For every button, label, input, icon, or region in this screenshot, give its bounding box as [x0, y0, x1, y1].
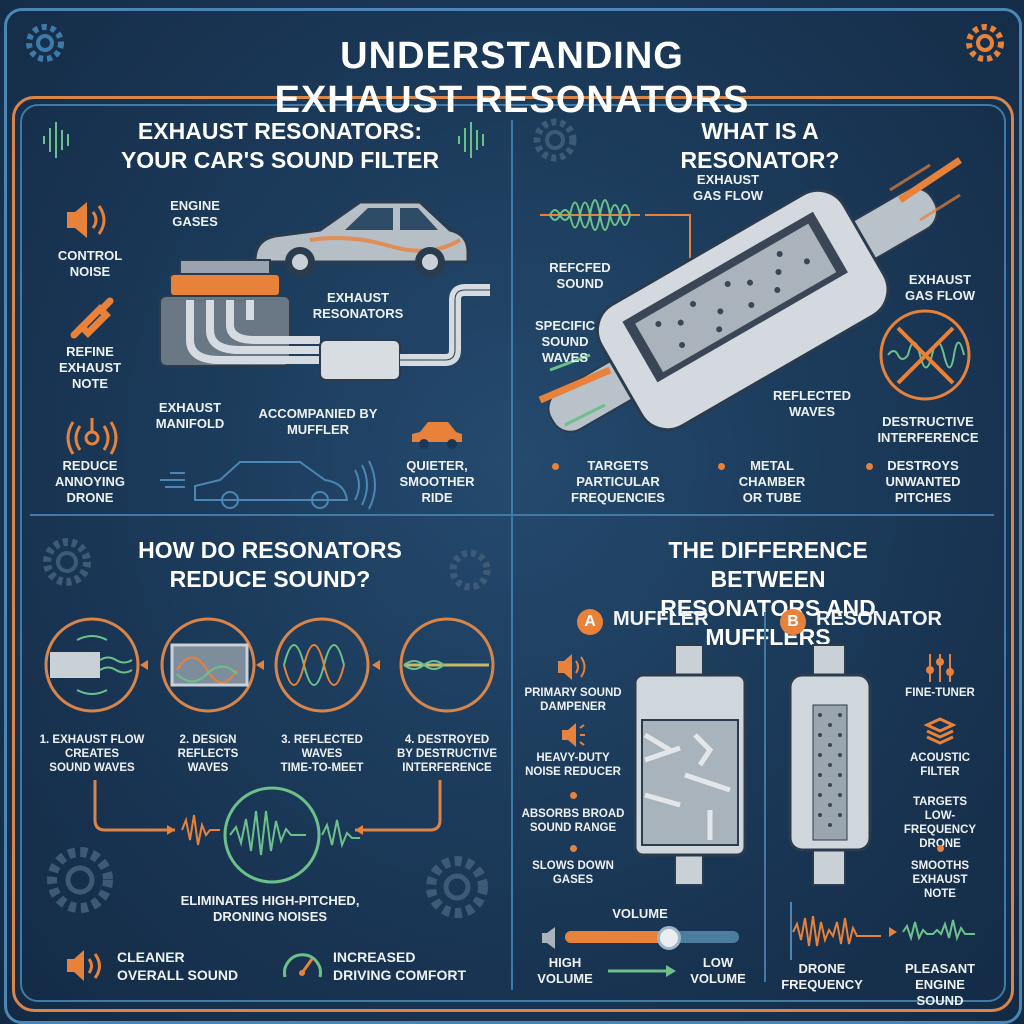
label-engine-gases: ENGINE GASES	[170, 198, 220, 229]
speaker-muted-icon	[542, 927, 555, 949]
muffler-illustration	[633, 644, 747, 886]
bullet-dot	[570, 845, 577, 852]
label-exhaust-gas-flow-top: EXHAUST GAS FLOW	[692, 172, 764, 203]
bullet-dot	[570, 792, 577, 799]
step-3-label: 3. REFLECTED WAVES TIME-TO-MEET	[280, 734, 364, 774]
inner-frame	[20, 104, 1006, 1002]
footer-driving-comfort: INCREASED DRIVING COMFORT	[333, 949, 466, 983]
comparison-divider	[764, 612, 766, 982]
step-1-label: 1. EXHAUST FLOW CREATES SOUND WAVES	[39, 734, 145, 774]
section4-title: THE DIFFERENCE BETWEEN RESONATORS AND MU…	[660, 537, 876, 650]
muffler-feature: HEAVY-DUTY NOISE REDUCER	[525, 752, 621, 778]
vibration-icon	[66, 418, 118, 455]
pleasant-sound-label: PLEASANT ENGINE SOUND	[904, 961, 976, 1008]
badge-b: B	[780, 609, 806, 635]
volume-slider-track[interactable]	[565, 926, 739, 950]
label-refcfed-sound: REFCFED SOUND	[549, 260, 611, 291]
resonator-cutaway-illustration	[538, 157, 962, 433]
label-exhaust-gas-flow-right: EXHAUST GAS FLOW	[904, 272, 976, 303]
bullet-targets-frequencies: TARGETS PARTICULAR FREQUENCIES	[571, 458, 665, 505]
label-quieter-ride: QUIETER, SMOOTHER RIDE	[399, 458, 475, 505]
sound-wave-icon	[43, 122, 69, 158]
section1-title: EXHAUST RESONATORS: YOUR CAR'S SOUND FIL…	[120, 118, 440, 173]
gear-icon	[533, 118, 577, 162]
vertical-divider	[511, 120, 513, 990]
drone-frequency-label: DRONE FREQUENCY	[781, 961, 863, 992]
gear-icon	[47, 847, 113, 913]
step-2-label: 2. DESIGN REFLECTS WAVES	[177, 734, 239, 774]
resonator-feature: TARGETS LOW-FREQUENCY DRONE	[903, 796, 977, 850]
bullet-destroys-pitches: DESTROYS UNWANTED PITCHES	[885, 458, 961, 505]
muffler-heading: MUFFLER	[613, 608, 709, 630]
gear-icon	[426, 856, 488, 918]
resonator-feature: ACOUSTIC FILTER	[909, 752, 971, 778]
section3-title: HOW DO RESONATORS REDUCE SOUND?	[138, 537, 402, 592]
muffler-feature: SLOWS DOWN GASES	[532, 860, 614, 886]
label-accompanied-by-muffler: ACCOMPANIED BY MUFFLER	[258, 406, 378, 437]
bullet-dot	[552, 463, 559, 470]
step-4-label: 4. DESTROYED BY DESTRUCTIVE INTERFERENCE	[396, 734, 498, 774]
equalizer-icon	[926, 654, 954, 682]
speaker-low-icon	[562, 723, 585, 747]
sound-wave-icon	[458, 122, 484, 158]
gear-icon	[966, 24, 1004, 62]
section2-title: WHAT IS A RESONATOR?	[680, 118, 840, 173]
volume-slider-knob[interactable]	[657, 926, 682, 950]
label-exhaust-resonators: EXHAUST RESONATORS	[312, 290, 404, 321]
speaker-icon	[558, 654, 586, 680]
exhaust-tip-icon	[70, 297, 114, 339]
sound-wave-graphic	[540, 199, 691, 275]
outer-frame	[4, 8, 1022, 1024]
page-title: UNDERSTANDING EXHAUST RESONATORS	[274, 35, 750, 121]
badge-a: A	[577, 609, 603, 635]
resonator-feature: SMOOTHS EXHAUST NOTE	[910, 860, 970, 900]
result-label: ELIMINATES HIGH-PITCHED, DRONING NOISES	[180, 893, 360, 924]
low-volume-label: LOW VOLUME	[690, 955, 746, 986]
label-reflected-waves: REFLECTED WAVES	[773, 388, 851, 419]
layers-icon	[923, 717, 957, 745]
gear-icon	[449, 549, 491, 591]
car-illustration	[253, 200, 470, 277]
bullet-dot	[718, 463, 725, 470]
gear-icon	[26, 24, 64, 62]
bullet-metal-chamber: METAL CHAMBER OR TUBE	[738, 458, 806, 505]
moving-car-outline	[160, 460, 376, 510]
benefit-label: CONTROL NOISE	[57, 248, 123, 279]
resonator-illustration	[788, 644, 872, 886]
speedometer-icon	[283, 953, 322, 978]
arrow-right-icon	[608, 965, 676, 977]
volume-label: VOLUME	[612, 906, 668, 921]
destructive-interference-icon	[879, 309, 971, 401]
label-specific-sound-waves: SPECIFIC SOUND WAVES	[535, 318, 595, 365]
engine-illustration	[159, 259, 490, 381]
label-exhaust-manifold: EXHAUST MANIFOLD	[155, 400, 225, 431]
muffler-feature: ABSORBS BROAD SOUND RANGE	[521, 808, 625, 834]
volume-slider-fill	[565, 931, 670, 943]
car-icon	[412, 422, 462, 449]
benefit-label: REFINE EXHAUST NOTE	[58, 344, 122, 391]
gear-icon	[43, 538, 91, 586]
benefit-label: REDUCE ANNOYING DRONE	[54, 458, 126, 505]
high-volume-label: HIGH VOLUME	[537, 955, 593, 986]
bullet-dot	[937, 845, 944, 852]
label-destructive-interference: DESTRUCTIVE INTERFERENCE	[877, 414, 979, 445]
waveform-comparison	[790, 902, 975, 960]
content-frame	[12, 96, 1014, 1012]
footer-cleaner-sound: CLEANER OVERALL SOUND	[117, 949, 239, 983]
process-steps-illustration	[44, 617, 495, 713]
horizontal-divider	[30, 514, 994, 516]
result-waveform-illustration	[93, 780, 442, 884]
muffler-feature: PRIMARY SOUND DAMPENER	[524, 687, 622, 713]
bullet-dot	[866, 463, 873, 470]
speaker-icon	[67, 950, 101, 981]
resonator-feature: FINE-TUNER	[905, 687, 975, 699]
speaker-icon	[67, 202, 106, 238]
resonator-heading: RESONATOR	[816, 608, 942, 630]
